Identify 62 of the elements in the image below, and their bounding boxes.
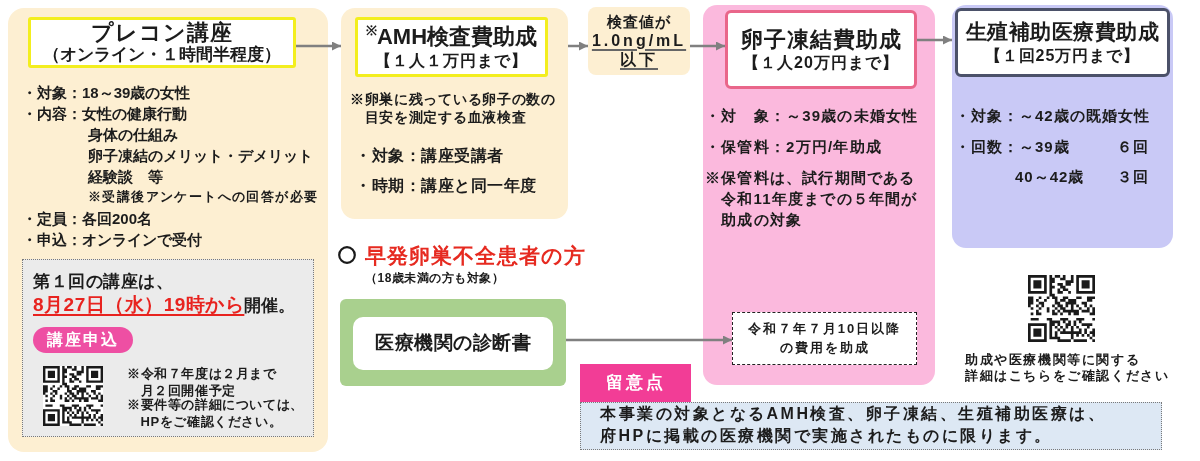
count-text: ３回 (1117, 167, 1149, 187)
bullet-text: ・対象：講座受講者 (355, 146, 504, 166)
notice-tag (580, 364, 691, 402)
bullet-text: ・対象：～42歳の既婚女性 (955, 106, 1150, 126)
subtitle-text: （オンライン・１時間半程度） (43, 45, 281, 65)
arrow (568, 41, 588, 51)
arrow (296, 41, 341, 51)
subsidy-panel (952, 5, 1173, 248)
note-text: ※要件等の詳細については、HPをご確認ください。 (127, 397, 305, 431)
notice-heading: 留意点 (605, 371, 666, 394)
title-box (355, 17, 548, 77)
title-text: 生殖補助医療費助成 (965, 19, 1160, 46)
notice-box (580, 402, 1162, 450)
document-panel (340, 299, 566, 386)
document-text: 医療機関の診断書 (375, 331, 531, 356)
arrow (566, 335, 732, 345)
threshold-text: 1.0ng/mL以下 (590, 30, 688, 70)
body-text: 開催。 (244, 295, 295, 317)
subsidy-panel (703, 5, 935, 385)
arrow (917, 35, 952, 45)
bullet-text: ・申込：オンラインで受付 (22, 230, 202, 250)
note-text: ※令和７年度は２月まで月２回開催予定 (127, 366, 278, 398)
bullet-text: 卵子凍結のメリット・デメリット (88, 146, 313, 166)
subsidy-panel (341, 8, 568, 219)
bullet-text: 経験談 等 (88, 167, 163, 187)
note-text: （18歳未満の方も対象） (365, 271, 505, 287)
bullet-text: ・対 象：～39歳の未婚女性 (705, 106, 919, 126)
note-text: 令和７年７月10日以降の費用を助成 (746, 320, 903, 357)
note-text: ※保管料は、試行期間である令和11年度までの５年間が助成の対象 (705, 168, 919, 230)
condition-text: 検査値が (607, 12, 671, 31)
arrow (690, 41, 725, 51)
bullet-text: 身体の仕組み (88, 125, 178, 145)
subtitle-text: 【１回25万円まで】 (984, 45, 1141, 66)
bullet-text: ・回数：～39歳 (955, 137, 1070, 157)
subtitle-text: 【１人20万円まで】 (743, 53, 899, 74)
apply-button: 講座申込 (33, 327, 133, 353)
notice-text: 本事業の対象となるAMH検査、卵子凍結、生殖補助医療は、府HPに掲載の医療機関で実施されたものに限ります。 (600, 404, 1108, 447)
title-text: プレコン講座 (91, 20, 233, 46)
note-text: ※卵巣に残っている卵子の数の目安を測定する血液検査 (350, 90, 557, 127)
bullet-text: ・定員：各回200名 (22, 209, 153, 229)
count-text: ６回 (1117, 137, 1149, 157)
note-text: ※受講後アンケートへの回答が必要 (88, 189, 319, 206)
note-box (732, 312, 917, 365)
condition-box (588, 7, 690, 75)
bullet-text: ・保管料：2万円/年助成 (705, 137, 882, 157)
subtitle-text: 【１人１万円まで】 (375, 50, 528, 70)
section-heading: 早発卵巣不全患者の方 (365, 243, 586, 269)
date-text: 8月27日（水）19時から (33, 293, 245, 317)
info-box (22, 259, 314, 437)
bullet-text: ・内容：女性の健康行動 (22, 104, 187, 124)
title-box (955, 8, 1170, 77)
document-box (353, 317, 553, 370)
title-box (28, 17, 296, 68)
age-text: 40～42歳 (1015, 167, 1085, 187)
caption-text: 助成や医療機関等に関する詳細はこちらをご確認ください (965, 352, 1171, 385)
bullet-text: ・対象：18～39歳の女性 (22, 83, 191, 103)
title-box (725, 10, 917, 89)
course-panel (8, 8, 328, 452)
bullet-text: ・時期：講座と同一年度 (355, 176, 537, 196)
body-text: 第１回の講座は、 (33, 271, 173, 293)
title-text: $^{※}$AMH検査費助成 (365, 24, 538, 51)
title-text: 卵子凍結費助成 (740, 25, 902, 54)
